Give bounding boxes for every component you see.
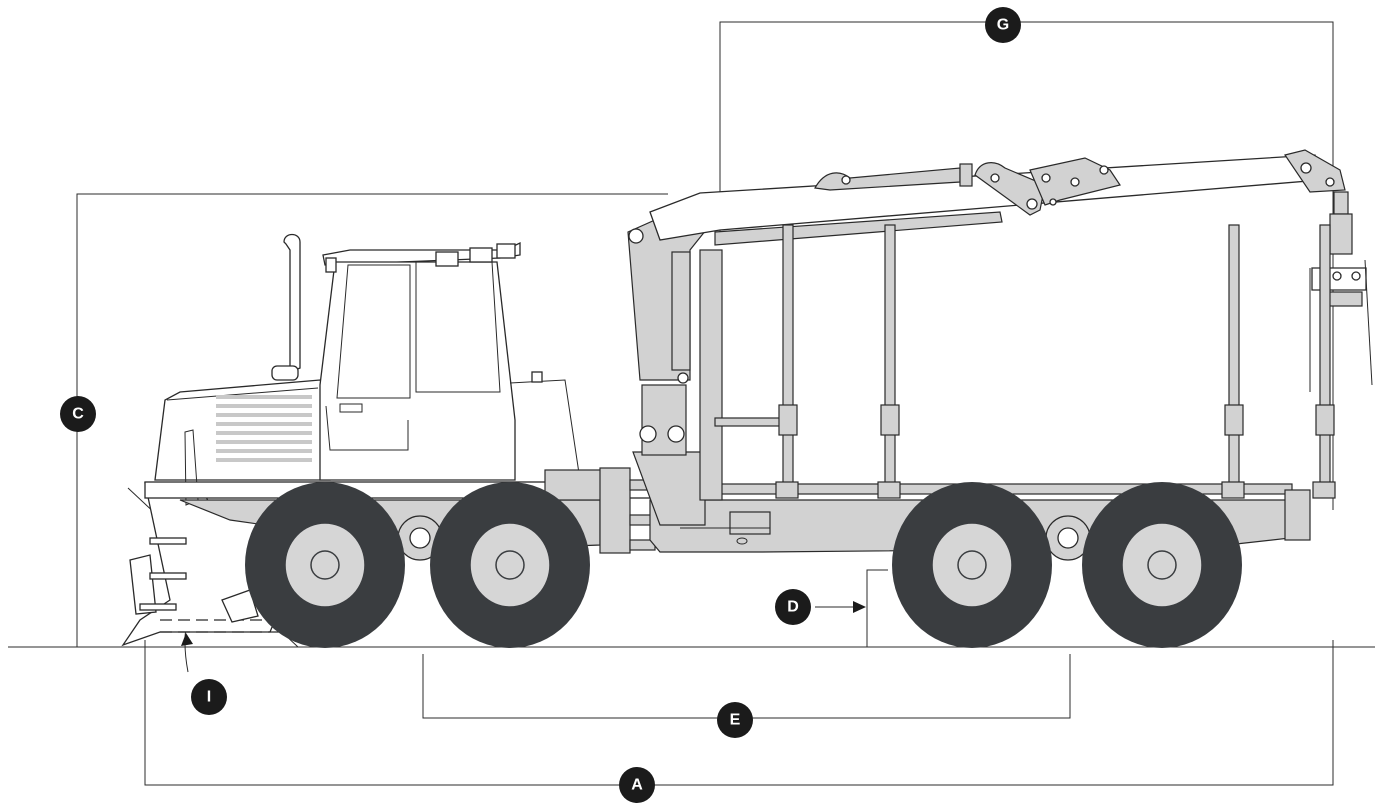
label-i-text: I (207, 689, 211, 706)
front-bulkhead (699, 249, 723, 501)
bulkhead-rail (714, 417, 784, 427)
dimension-g-line (719, 21, 1334, 510)
exhaust-stack (283, 233, 301, 373)
load-stakes (775, 224, 1336, 499)
crane-boom (649, 149, 1346, 246)
label-e-text: E (730, 712, 741, 729)
label-badge-c: C (60, 396, 96, 432)
crane-base (544, 467, 656, 554)
wheel-rear-2 (1082, 482, 1242, 648)
hood-grille (216, 395, 312, 462)
label-a-text: A (631, 777, 643, 794)
label-badge-i: I (191, 679, 227, 715)
dimension-d-line (866, 569, 888, 647)
angle-i-arrowhead-bottom (181, 633, 193, 646)
label-c-text: C (72, 406, 84, 423)
label-badge-e: E (717, 702, 753, 738)
label-g-text: G (997, 17, 1009, 34)
wheel-front-2 (430, 482, 590, 648)
dimension-d-arrowhead (853, 601, 866, 613)
label-badge-g: G (985, 7, 1021, 43)
label-badge-d: D (775, 589, 811, 625)
engine-hood (154, 233, 331, 506)
dimension-c-line (76, 193, 668, 647)
crane-pillar (627, 199, 719, 526)
operator-cab (319, 241, 581, 481)
wheel-front-1 (245, 482, 405, 648)
grapple (1309, 191, 1373, 392)
label-badge-a: A (619, 767, 655, 803)
dimension-a-line (144, 640, 1334, 786)
label-d-text: D (787, 599, 799, 616)
wheel-rear-1 (892, 482, 1052, 648)
